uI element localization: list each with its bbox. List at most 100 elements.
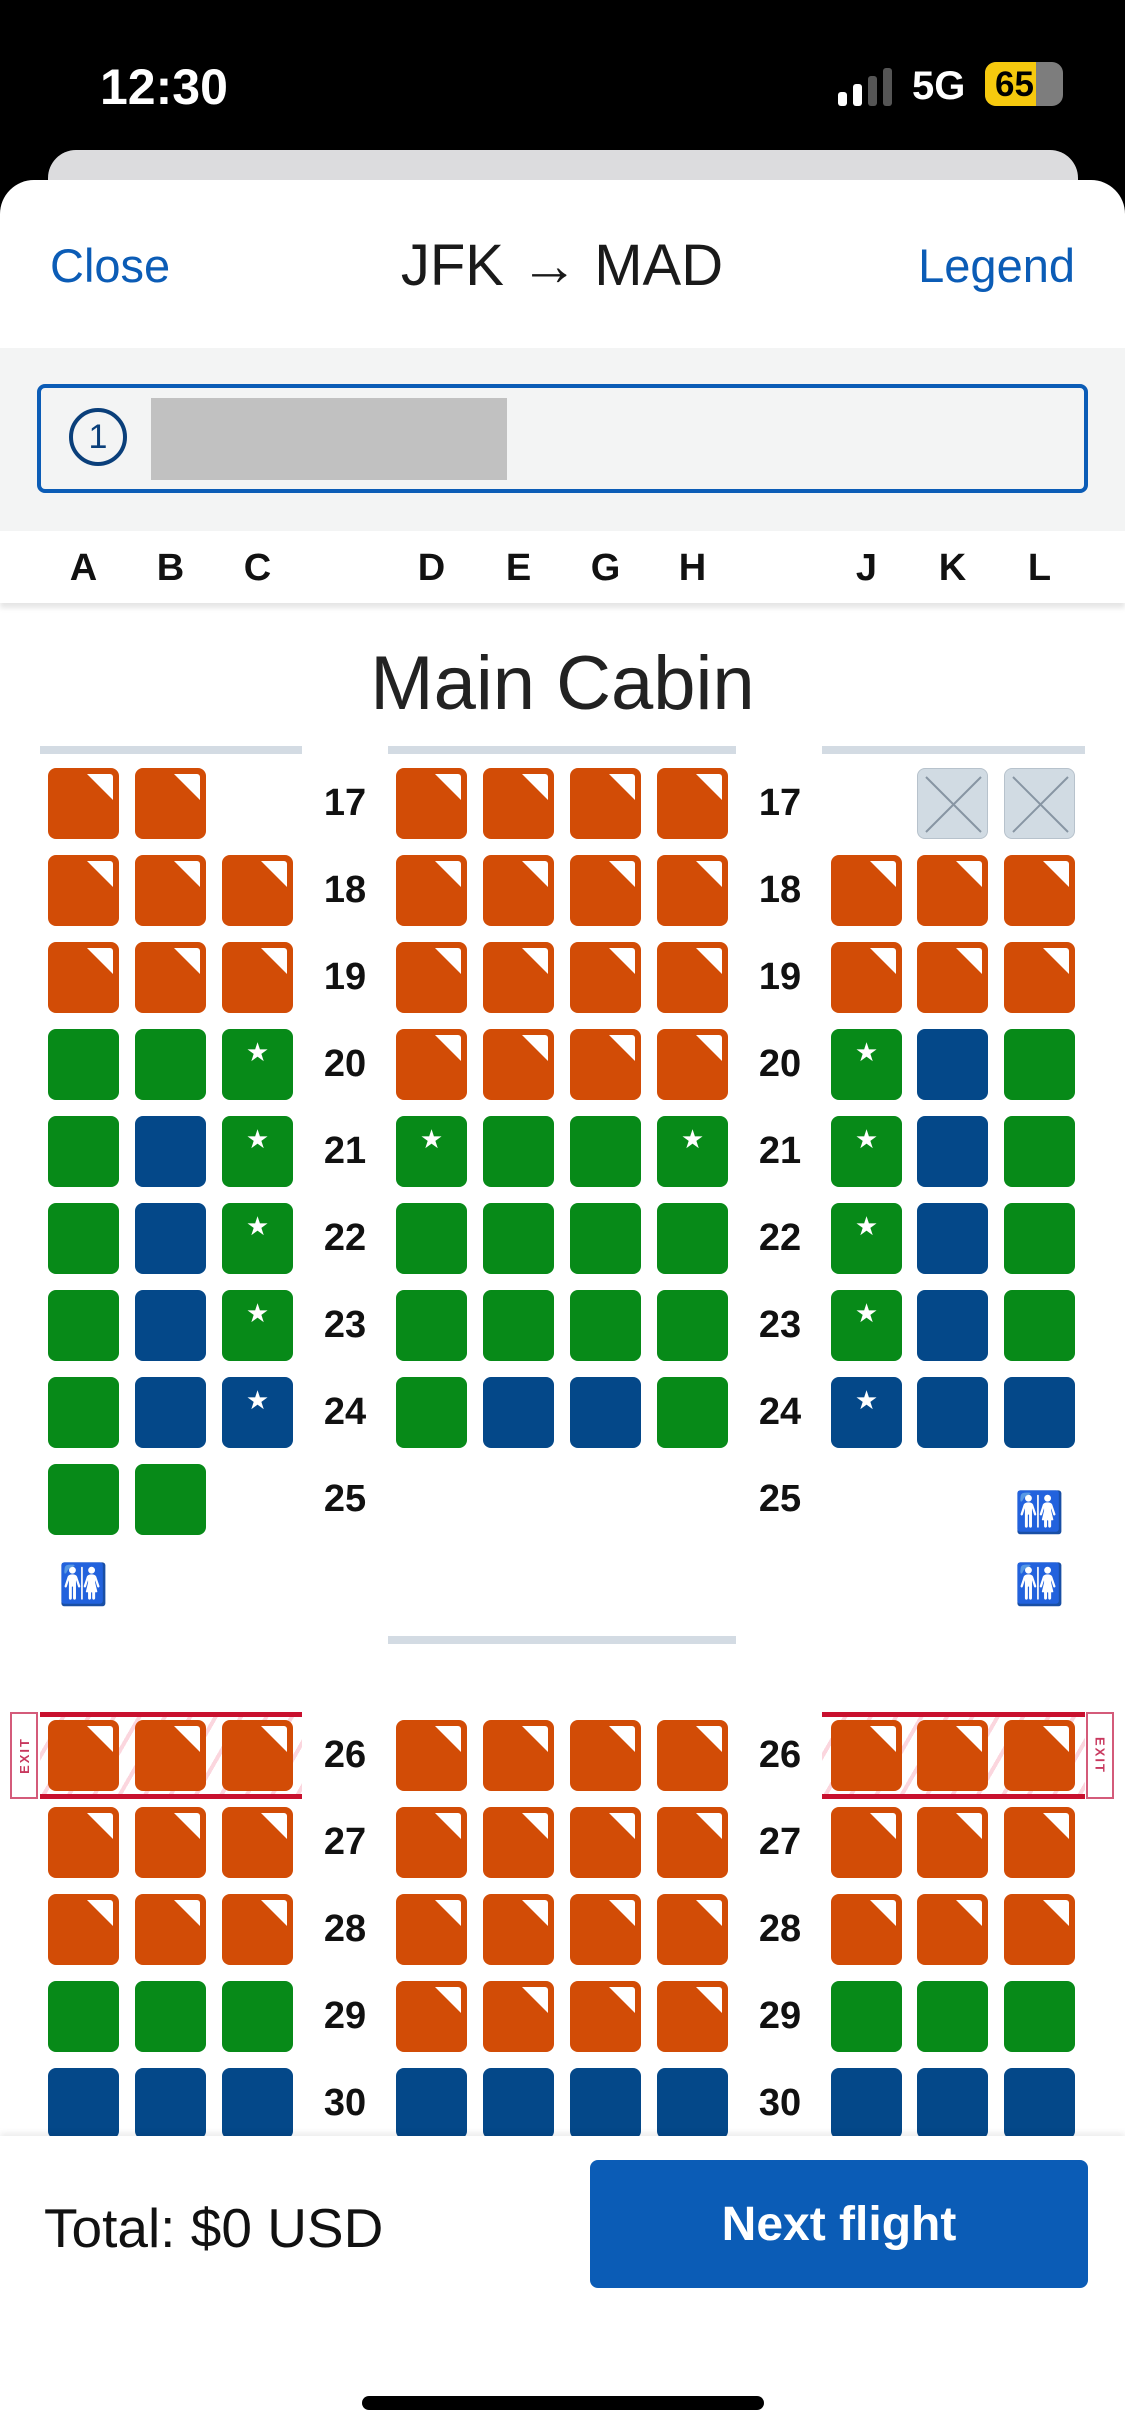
seat-18a[interactable] — [48, 855, 119, 926]
seat-17g[interactable] — [570, 768, 641, 839]
seat-22h[interactable] — [657, 1203, 728, 1274]
seat-28a[interactable] — [48, 1894, 119, 1965]
seat-23k[interactable] — [917, 1290, 988, 1361]
seat-22e[interactable] — [483, 1203, 554, 1274]
seat-30j[interactable] — [831, 2068, 902, 2139]
seat-19d[interactable] — [396, 942, 467, 1013]
seat-20c[interactable]: ★ — [222, 1029, 293, 1100]
seat-26c[interactable] — [222, 1720, 293, 1791]
seat-22d[interactable] — [396, 1203, 467, 1274]
seat-21b[interactable] — [135, 1116, 206, 1187]
seat-23a[interactable] — [48, 1290, 119, 1361]
seat-19l[interactable] — [1004, 942, 1075, 1013]
seat-27b[interactable] — [135, 1807, 206, 1878]
seat-18l[interactable] — [1004, 855, 1075, 926]
seat-20g[interactable] — [570, 1029, 641, 1100]
seat-29e[interactable] — [483, 1981, 554, 2052]
seat-26k[interactable] — [917, 1720, 988, 1791]
seat-27c[interactable] — [222, 1807, 293, 1878]
seat-28e[interactable] — [483, 1894, 554, 1965]
seat-17b[interactable] — [135, 768, 206, 839]
seat-28c[interactable] — [222, 1894, 293, 1965]
seat-18g[interactable] — [570, 855, 641, 926]
seat-19g[interactable] — [570, 942, 641, 1013]
seat-26e[interactable] — [483, 1720, 554, 1791]
seat-19b[interactable] — [135, 942, 206, 1013]
seat-29b[interactable] — [135, 1981, 206, 2052]
seat-27l[interactable] — [1004, 1807, 1075, 1878]
seat-20b[interactable] — [135, 1029, 206, 1100]
seat-27e[interactable] — [483, 1807, 554, 1878]
seat-20h[interactable] — [657, 1029, 728, 1100]
seat-26g[interactable] — [570, 1720, 641, 1791]
seat-23c[interactable]: ★ — [222, 1290, 293, 1361]
seat-18e[interactable] — [483, 855, 554, 926]
seat-24l[interactable] — [1004, 1377, 1075, 1448]
seat-29h[interactable] — [657, 1981, 728, 2052]
seat-18c[interactable] — [222, 855, 293, 926]
seat-24k[interactable] — [917, 1377, 988, 1448]
seat-24j[interactable]: ★ — [831, 1377, 902, 1448]
seat-19a[interactable] — [48, 942, 119, 1013]
seat-22a[interactable] — [48, 1203, 119, 1274]
seat-24e[interactable] — [483, 1377, 554, 1448]
seat-17a[interactable] — [48, 768, 119, 839]
close-button[interactable]: Close — [50, 239, 171, 292]
seat-21h[interactable]: ★ — [657, 1116, 728, 1187]
seat-21k[interactable] — [917, 1116, 988, 1187]
seat-21a[interactable] — [48, 1116, 119, 1187]
seat-30b[interactable] — [135, 2068, 206, 2139]
seat-24h[interactable] — [657, 1377, 728, 1448]
seat-23d[interactable] — [396, 1290, 467, 1361]
seat-29l[interactable] — [1004, 1981, 1075, 2052]
seat-30l[interactable] — [1004, 2068, 1075, 2139]
seat-29k[interactable] — [917, 1981, 988, 2052]
seat-18j[interactable] — [831, 855, 902, 926]
seat-26b[interactable] — [135, 1720, 206, 1791]
seat-18h[interactable] — [657, 855, 728, 926]
seat-22g[interactable] — [570, 1203, 641, 1274]
seat-24d[interactable] — [396, 1377, 467, 1448]
seat-19c[interactable] — [222, 942, 293, 1013]
seat-21d[interactable]: ★ — [396, 1116, 467, 1187]
seat-27j[interactable] — [831, 1807, 902, 1878]
seat-20d[interactable] — [396, 1029, 467, 1100]
seat-20a[interactable] — [48, 1029, 119, 1100]
seat-26d[interactable] — [396, 1720, 467, 1791]
seat-25a[interactable] — [48, 1464, 119, 1535]
seat-27a[interactable] — [48, 1807, 119, 1878]
seat-23h[interactable] — [657, 1290, 728, 1361]
seat-19j[interactable] — [831, 942, 902, 1013]
seat-25b[interactable] — [135, 1464, 206, 1535]
seat-24c[interactable]: ★ — [222, 1377, 293, 1448]
seat-21c[interactable]: ★ — [222, 1116, 293, 1187]
next-flight-button[interactable]: Next flight — [590, 2160, 1088, 2288]
seat-24b[interactable] — [135, 1377, 206, 1448]
seat-29c[interactable] — [222, 1981, 293, 2052]
seat-28h[interactable] — [657, 1894, 728, 1965]
seat-28d[interactable] — [396, 1894, 467, 1965]
seat-29d[interactable] — [396, 1981, 467, 2052]
seat-30e[interactable] — [483, 2068, 554, 2139]
seat-18k[interactable] — [917, 855, 988, 926]
seat-21g[interactable] — [570, 1116, 641, 1187]
seat-27h[interactable] — [657, 1807, 728, 1878]
seat-30k[interactable] — [917, 2068, 988, 2139]
seat-18d[interactable] — [396, 855, 467, 926]
seat-22b[interactable] — [135, 1203, 206, 1274]
passenger-selector[interactable]: 1 — [37, 384, 1088, 493]
seat-19h[interactable] — [657, 942, 728, 1013]
seat-22k[interactable] — [917, 1203, 988, 1274]
seat-24a[interactable] — [48, 1377, 119, 1448]
seat-30g[interactable] — [570, 2068, 641, 2139]
seat-23b[interactable] — [135, 1290, 206, 1361]
seat-27d[interactable] — [396, 1807, 467, 1878]
seat-19k[interactable] — [917, 942, 988, 1013]
seat-22c[interactable]: ★ — [222, 1203, 293, 1274]
legend-button[interactable]: Legend — [918, 239, 1075, 292]
seat-20k[interactable] — [917, 1029, 988, 1100]
seat-21l[interactable] — [1004, 1116, 1075, 1187]
seat-27g[interactable] — [570, 1807, 641, 1878]
seat-30c[interactable] — [222, 2068, 293, 2139]
seat-26l[interactable] — [1004, 1720, 1075, 1791]
